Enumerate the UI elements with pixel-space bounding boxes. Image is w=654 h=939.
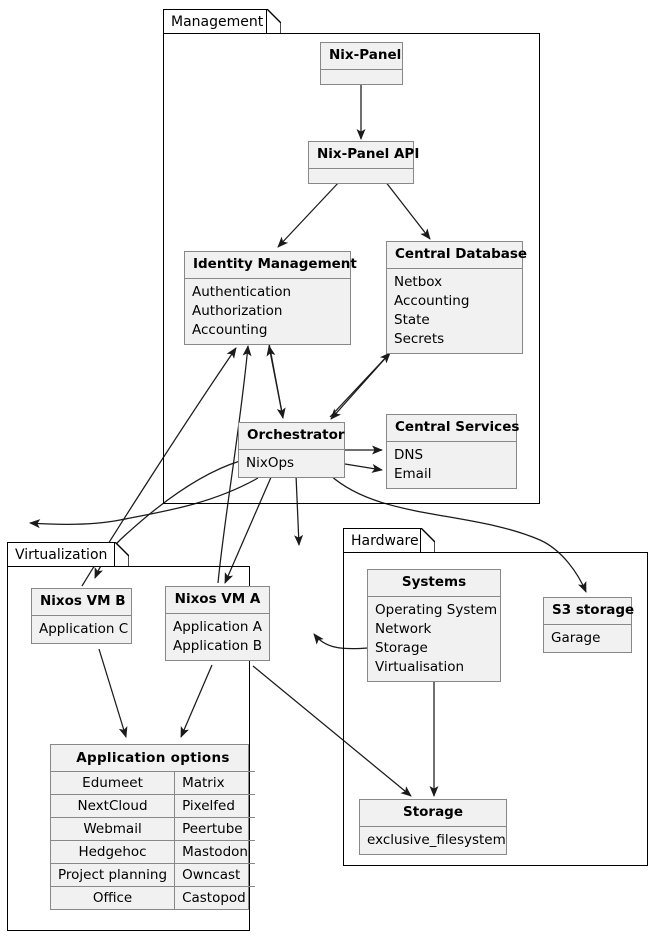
package-management-label: Management bbox=[171, 14, 264, 30]
node-nixos-vm-b-item: Application C bbox=[39, 620, 129, 637]
node-storage-body: exclusive_filesystem bbox=[360, 827, 506, 854]
option-cell-left[interactable]: Edumeet bbox=[51, 771, 176, 795]
node-nix-panel-api-title: Nix-Panel API bbox=[309, 142, 419, 169]
node-systems-item: Virtualisation bbox=[375, 658, 465, 675]
node-systems-item: Network bbox=[375, 620, 432, 637]
node-nixos-vm-b-body: Application C bbox=[32, 616, 131, 643]
node-nixos-vm-a-title: Nixos VM A bbox=[166, 587, 269, 614]
node-central-database-item: Secrets bbox=[394, 330, 445, 347]
node-s3-storage[interactable]: S3 storage Garage bbox=[543, 597, 634, 653]
application-options-table: Application options Edumeet Matrix NextC… bbox=[51, 745, 255, 909]
node-identity-management-title: Identity Management bbox=[185, 252, 357, 279]
option-cell-right[interactable]: Castopod bbox=[174, 886, 255, 909]
package-virtualization-tab: Virtualization bbox=[7, 542, 115, 567]
node-central-database-item: Accounting bbox=[394, 292, 470, 309]
option-cell-left[interactable]: Project planning bbox=[51, 863, 176, 887]
node-systems-item: Storage bbox=[375, 639, 428, 656]
node-identity-management-item: Accounting bbox=[192, 321, 268, 338]
table-row[interactable]: Office Castopod bbox=[51, 886, 255, 909]
node-s3-storage-body: Garage bbox=[544, 625, 631, 652]
option-cell-left[interactable]: Office bbox=[51, 886, 176, 909]
application-options-header-row: Application options bbox=[51, 745, 255, 772]
node-nixos-vm-a-body: Application A Application B bbox=[166, 614, 269, 660]
application-options-body: Edumeet Matrix NextCloud Pixelfed Webmai… bbox=[51, 771, 255, 909]
option-cell-right[interactable]: Owncast bbox=[174, 863, 255, 887]
node-central-database-body: Netbox Accounting State Secrets bbox=[387, 269, 522, 353]
node-central-database[interactable]: Central Database Netbox Accounting State… bbox=[386, 241, 527, 354]
node-storage-title: Storage bbox=[360, 800, 506, 827]
node-central-services-title: Central Services bbox=[387, 415, 519, 442]
node-orchestrator[interactable]: Orchestrator NixOps bbox=[238, 422, 345, 478]
node-central-services[interactable]: Central Services DNS Email bbox=[386, 414, 519, 489]
node-central-services-body: DNS Email bbox=[387, 442, 516, 488]
node-nix-panel-api-body bbox=[309, 169, 413, 183]
node-central-database-title: Central Database bbox=[387, 242, 527, 269]
node-nix-panel-api[interactable]: Nix-Panel API bbox=[308, 141, 419, 184]
node-storage[interactable]: Storage exclusive_filesystem bbox=[359, 799, 507, 855]
node-application-options[interactable]: Application options Edumeet Matrix NextC… bbox=[50, 744, 255, 910]
table-row[interactable]: NextCloud Pixelfed bbox=[51, 794, 255, 818]
node-nixos-vm-a-item: Application B bbox=[173, 637, 262, 654]
node-central-services-item: Email bbox=[394, 465, 432, 482]
node-systems[interactable]: Systems Operating System Network Storage… bbox=[367, 569, 501, 682]
node-nixos-vm-a[interactable]: Nixos VM A Application A Application B bbox=[165, 586, 270, 661]
package-hardware-label: Hardware bbox=[351, 533, 419, 549]
node-nixos-vm-b-title: Nixos VM B bbox=[32, 589, 131, 616]
node-central-services-item: DNS bbox=[394, 446, 424, 463]
node-central-database-item: State bbox=[394, 311, 430, 328]
package-hardware-tab-slant bbox=[421, 528, 435, 553]
package-hardware-tab: Hardware bbox=[343, 528, 421, 553]
node-nixos-vm-a-item: Application A bbox=[173, 618, 262, 635]
node-s3-storage-title: S3 storage bbox=[544, 598, 634, 625]
table-row[interactable]: Edumeet Matrix bbox=[51, 771, 255, 795]
package-virtualization-label: Virtualization bbox=[15, 547, 108, 563]
node-systems-title: Systems bbox=[368, 570, 500, 597]
node-orchestrator-title: Orchestrator bbox=[239, 423, 345, 450]
option-cell-right[interactable]: Mastodon bbox=[174, 840, 255, 864]
node-nix-panel[interactable]: Nix-Panel bbox=[320, 42, 403, 85]
node-systems-body: Operating System Network Storage Virtual… bbox=[368, 597, 500, 681]
package-virtualization-tab-slant bbox=[115, 542, 129, 567]
node-systems-item: Operating System bbox=[375, 601, 498, 618]
node-central-database-item: Netbox bbox=[394, 273, 443, 290]
table-row[interactable]: Hedgehoc Mastodon bbox=[51, 840, 255, 864]
package-management: Management bbox=[163, 9, 540, 504]
option-cell-right[interactable]: Peertube bbox=[174, 817, 255, 841]
node-identity-management[interactable]: Identity Management Authentication Autho… bbox=[184, 251, 357, 345]
node-identity-management-body: Authentication Authorization Accounting bbox=[185, 279, 350, 344]
node-identity-management-item: Authentication bbox=[192, 283, 292, 300]
package-management-tab: Management bbox=[163, 9, 267, 34]
option-cell-left[interactable]: NextCloud bbox=[51, 794, 176, 818]
node-storage-item: exclusive_filesystem bbox=[367, 831, 506, 848]
node-s3-storage-item: Garage bbox=[551, 629, 601, 646]
node-nix-panel-title: Nix-Panel bbox=[321, 43, 402, 70]
option-cell-left[interactable]: Hedgehoc bbox=[51, 840, 176, 864]
node-orchestrator-body: NixOps bbox=[239, 450, 344, 477]
option-cell-right[interactable]: Pixelfed bbox=[174, 794, 255, 818]
option-cell-left[interactable]: Webmail bbox=[51, 817, 176, 841]
package-management-tab-slant bbox=[267, 9, 281, 34]
option-cell-right[interactable]: Matrix bbox=[174, 771, 255, 795]
node-orchestrator-item: NixOps bbox=[246, 454, 295, 471]
application-options-title: Application options bbox=[51, 745, 255, 772]
table-row[interactable]: Project planning Owncast bbox=[51, 863, 255, 887]
node-nix-panel-body bbox=[321, 70, 402, 84]
node-identity-management-item: Authorization bbox=[192, 302, 283, 319]
node-nixos-vm-b[interactable]: Nixos VM B Application C bbox=[31, 588, 132, 644]
table-row[interactable]: Webmail Peertube bbox=[51, 817, 255, 841]
